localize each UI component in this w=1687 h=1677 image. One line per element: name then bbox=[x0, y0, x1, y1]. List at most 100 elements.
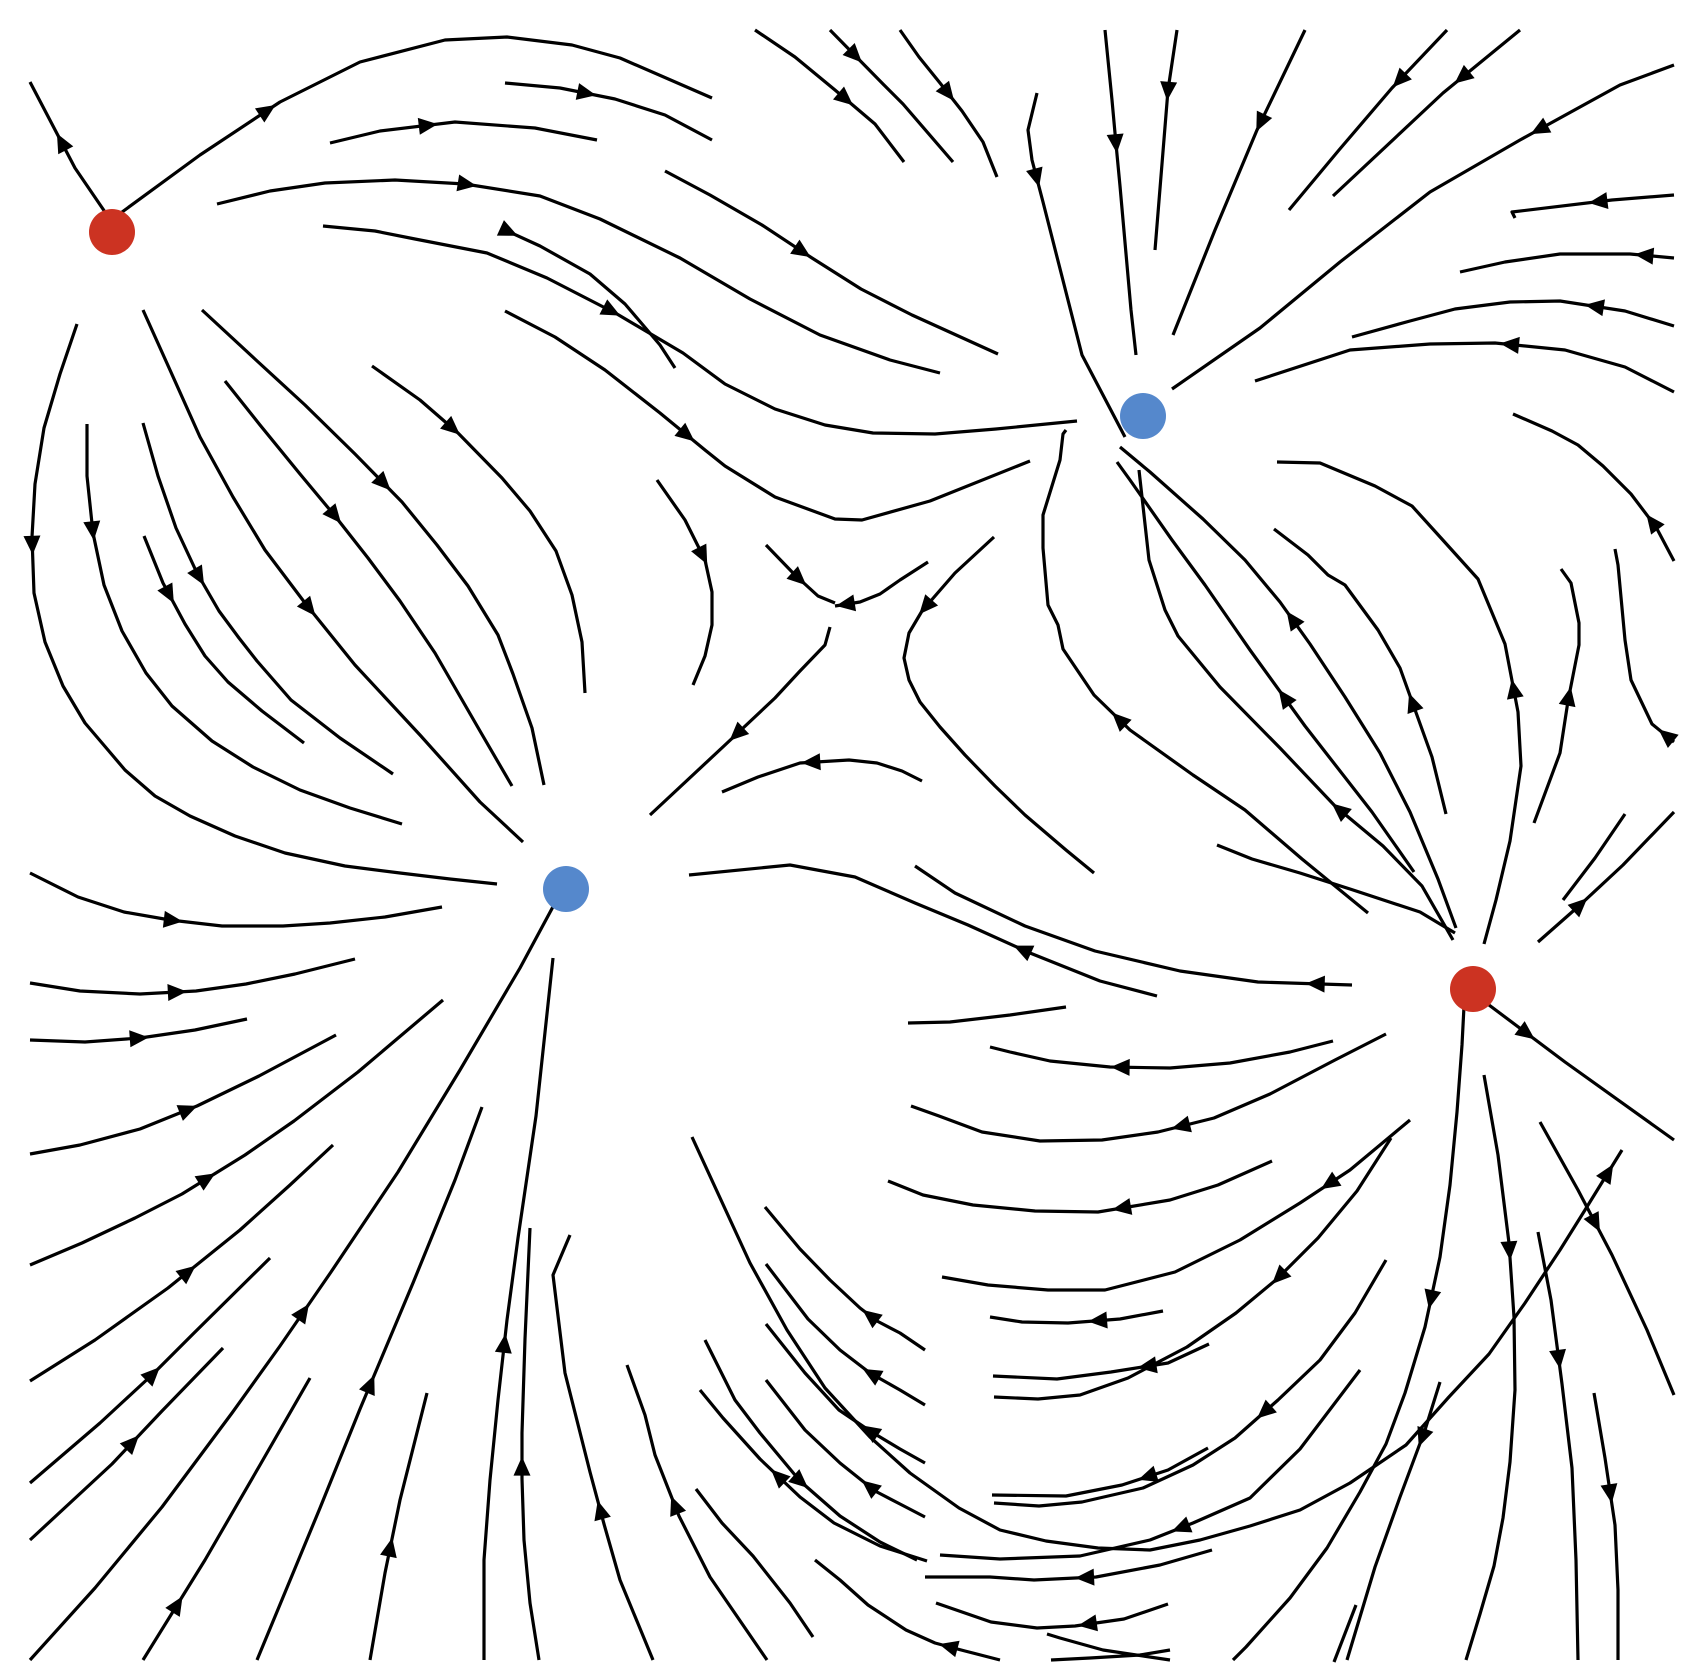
streamline-path-54 bbox=[28, 1256, 272, 1485]
streamline-path-35 bbox=[1254, 341, 1675, 394]
streamline-24 bbox=[1153, 29, 1179, 251]
flow-arrow-34 bbox=[1584, 299, 1605, 317]
flow-arrow-20 bbox=[729, 721, 750, 741]
flow-arrow-39 bbox=[1278, 689, 1297, 710]
flow-arrow-46 bbox=[1567, 898, 1588, 918]
streamline-66 bbox=[939, 1369, 1362, 1561]
streamline-path-41 bbox=[1273, 527, 1448, 815]
flow-arrow-14 bbox=[23, 535, 41, 555]
streamline-path-72 bbox=[989, 1039, 1334, 1070]
streamline-path-38 bbox=[1041, 429, 1370, 915]
streamline-48 bbox=[29, 871, 443, 928]
streamline-27 bbox=[1331, 28, 1522, 198]
streamline-98 bbox=[1332, 1604, 1358, 1663]
flow-arrow-19 bbox=[835, 594, 857, 612]
streamline-path-12 bbox=[655, 479, 714, 686]
flow-arrow-96 bbox=[1600, 1483, 1618, 1504]
streamline-path-56 bbox=[28, 902, 557, 1662]
streamline-path-36 bbox=[1216, 843, 1456, 935]
streamline-path-91 bbox=[1464, 985, 1675, 1142]
streamline-38 bbox=[1041, 429, 1370, 915]
streamline-72 bbox=[989, 1039, 1334, 1076]
streamline-36 bbox=[1216, 843, 1456, 935]
streamline-41 bbox=[1273, 527, 1448, 815]
source-point-4 bbox=[1450, 966, 1496, 1012]
streamline-path-58 bbox=[255, 1106, 484, 1661]
streamline-path-53 bbox=[29, 1143, 335, 1383]
streamline-path-68 bbox=[993, 1259, 1388, 1508]
flow-arrow-31 bbox=[1530, 117, 1552, 135]
streamline-8 bbox=[141, 309, 525, 844]
streamline-63 bbox=[625, 1364, 769, 1661]
flow-arrow-50 bbox=[129, 1030, 149, 1048]
streamline-80 bbox=[935, 1601, 1169, 1632]
streamline-path-5 bbox=[322, 224, 1078, 436]
streamline-31 bbox=[1171, 63, 1675, 391]
streamline-59 bbox=[368, 1392, 429, 1661]
streamline-76 bbox=[907, 1005, 1067, 1025]
flow-arrow-97 bbox=[1417, 1425, 1434, 1447]
streamline-path-1 bbox=[117, 35, 713, 217]
flow-arrow-54 bbox=[140, 1367, 160, 1387]
streamline-97 bbox=[1345, 1381, 1442, 1661]
streamline-path-63 bbox=[625, 1364, 769, 1661]
streamline-path-89 bbox=[721, 758, 923, 794]
streamline-57 bbox=[141, 1377, 312, 1661]
streamline-49 bbox=[29, 957, 356, 1001]
streamline-path-88 bbox=[814, 1558, 1001, 1662]
streamline-60 bbox=[482, 957, 555, 1660]
flow-arrow-78 bbox=[1137, 1356, 1158, 1374]
flow-arrow-86 bbox=[861, 1425, 883, 1444]
streamline-path-97 bbox=[1345, 1381, 1442, 1661]
flow-arrow-66 bbox=[1171, 1516, 1193, 1533]
flow-arrow-77 bbox=[1088, 1311, 1108, 1329]
flow-arrow-47 bbox=[1646, 514, 1665, 535]
streamline-39 bbox=[1115, 461, 1416, 873]
streamline-28 bbox=[754, 28, 906, 163]
flow-arrow-80 bbox=[1077, 1614, 1098, 1632]
streamline-54 bbox=[28, 1256, 272, 1485]
flow-arrow-51 bbox=[176, 1105, 198, 1121]
flow-arrow-59 bbox=[380, 1537, 397, 1559]
flow-arrow-29 bbox=[935, 80, 955, 101]
flow-arrow-37 bbox=[1331, 803, 1352, 823]
streamline-29 bbox=[898, 29, 999, 178]
streamline-32 bbox=[1510, 192, 1675, 219]
streamline-35 bbox=[1254, 336, 1675, 394]
flow-arrow-58 bbox=[359, 1375, 375, 1396]
streamline-path-96 bbox=[1592, 1392, 1620, 1660]
flow-arrow-38 bbox=[1112, 712, 1132, 732]
streamline-37 bbox=[1137, 469, 1455, 941]
streamline-84 bbox=[763, 1205, 926, 1352]
streamline-20 bbox=[648, 626, 832, 817]
streamline-13 bbox=[496, 220, 677, 369]
streamline-83 bbox=[1050, 1648, 1171, 1662]
streamline-path-7 bbox=[664, 169, 999, 356]
fixed-points bbox=[89, 209, 1496, 1012]
streamline-path-22 bbox=[1026, 92, 1127, 438]
streamline-path-27 bbox=[1331, 28, 1522, 198]
streamline-path-26 bbox=[1287, 28, 1449, 212]
streamline-77 bbox=[989, 1309, 1164, 1329]
streamline-19 bbox=[834, 560, 929, 612]
flow-arrow-27 bbox=[1454, 64, 1475, 84]
streamline-path-67 bbox=[698, 1388, 928, 1563]
flow-arrow-3 bbox=[575, 83, 597, 100]
streamline-15 bbox=[83, 424, 403, 826]
streamline-87 bbox=[764, 1379, 926, 1519]
sink-point-3 bbox=[543, 866, 589, 912]
flow-arrow-42 bbox=[1506, 679, 1524, 700]
streamline-path-9 bbox=[200, 308, 546, 786]
flow-arrow-53 bbox=[175, 1265, 196, 1285]
streamline-path-2 bbox=[329, 120, 598, 145]
streamline-25 bbox=[1171, 29, 1307, 336]
streamline-path-52 bbox=[29, 998, 445, 1267]
streamline-4 bbox=[216, 174, 941, 375]
streamline-75 bbox=[688, 863, 1158, 998]
sink-point-2 bbox=[1120, 393, 1166, 439]
flow-arrow-32 bbox=[1588, 192, 1609, 209]
flow-arrow-75 bbox=[1013, 945, 1035, 962]
flow-arrow-60 bbox=[494, 1333, 512, 1354]
streamline-17 bbox=[142, 535, 305, 745]
streamline-52 bbox=[29, 998, 445, 1267]
